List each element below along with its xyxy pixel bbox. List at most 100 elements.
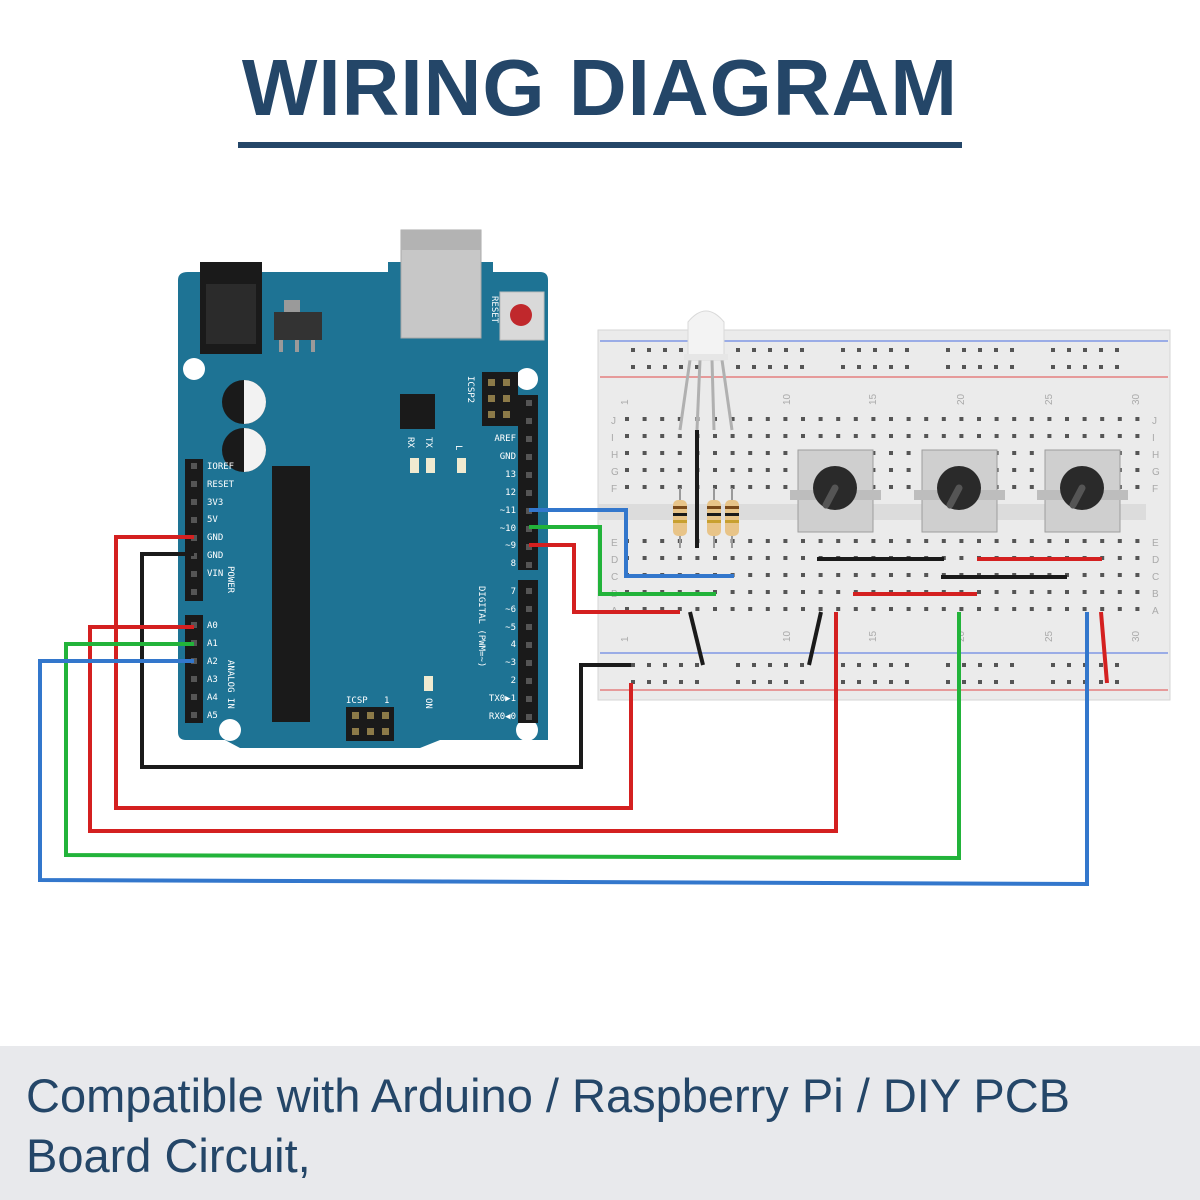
breadboard-hole — [1100, 417, 1105, 421]
wire-a1-green — [64, 612, 961, 861]
breadboard-hole — [853, 417, 858, 421]
power-label: POWER — [225, 566, 235, 594]
breadboard-hole — [625, 468, 629, 472]
breadboard-hole — [783, 485, 788, 489]
breadboard-hole — [1029, 485, 1034, 489]
breadboard-hole — [857, 348, 861, 352]
breadboard-hole — [642, 539, 647, 543]
breadboard-hole — [977, 417, 981, 421]
breadboard-hole — [642, 607, 647, 611]
header-pin — [526, 606, 532, 612]
breadboard-hole — [730, 485, 735, 489]
breadboard-hole — [765, 451, 770, 455]
breadboard-hole — [736, 680, 740, 684]
pin-label: VIN — [207, 569, 223, 579]
breadboard-hole — [625, 417, 629, 421]
breadboard-hole — [836, 417, 841, 421]
breadboard-hole — [783, 607, 788, 611]
pin-label: ~5 — [505, 623, 516, 633]
breadboard-hole — [818, 539, 823, 543]
header-pin — [191, 517, 197, 523]
breadboard-hole — [625, 485, 629, 489]
breadboard-hole — [818, 417, 823, 421]
breadboard-hole — [1115, 348, 1119, 352]
voltage-regulator — [274, 300, 322, 352]
breadboard-hole — [889, 365, 893, 369]
header-pin — [526, 472, 532, 478]
breadboard-hole — [873, 663, 877, 667]
breadboard-hole — [625, 434, 629, 438]
col-num: 10 — [782, 393, 793, 405]
reset-button-icon[interactable] — [499, 291, 545, 341]
breadboard-hole — [642, 556, 647, 560]
breadboard-hole — [994, 607, 999, 611]
breadboard-hole — [906, 539, 911, 543]
breadboard-hole — [1047, 539, 1052, 543]
header-pin — [191, 499, 197, 505]
breadboard-hole — [1135, 451, 1140, 455]
breadboard-hole — [1047, 590, 1052, 594]
breadboard-hole — [1117, 590, 1122, 594]
breadboard-hole — [677, 434, 682, 438]
breadboard-hole — [906, 434, 911, 438]
col-num: 1 — [620, 636, 631, 642]
pin-label: 7 — [511, 587, 516, 597]
breadboard-hole — [962, 680, 966, 684]
breadboard-hole — [994, 417, 999, 421]
row-letter: D — [1152, 555, 1159, 566]
breadboard-hole — [1051, 680, 1055, 684]
breadboard-hole — [647, 348, 651, 352]
breadboard-hole — [765, 573, 770, 577]
breadboard-hole — [1029, 607, 1034, 611]
tx-label: TX — [423, 437, 433, 448]
breadboard-hole — [677, 451, 682, 455]
breadboard-hole — [836, 434, 841, 438]
resistor-icon — [673, 488, 739, 548]
breadboard-hole — [748, 573, 753, 577]
breadboard-hole — [1115, 680, 1119, 684]
breadboard-hole — [906, 468, 911, 472]
breadboard-hole — [871, 434, 876, 438]
breadboard-hole — [889, 680, 893, 684]
breadboard-hole — [695, 663, 699, 667]
l-led — [457, 458, 466, 473]
col-num: 15 — [868, 630, 879, 642]
breadboard-hole — [748, 451, 753, 455]
breadboard-hole — [1012, 539, 1017, 543]
breadboard-hole — [994, 663, 998, 667]
pin-label: A4 — [207, 693, 218, 703]
breadboard-hole — [660, 556, 665, 560]
header-pin — [526, 660, 532, 666]
title-text: WIRING DIAGRAM — [237, 40, 963, 148]
breadboard-hole — [713, 556, 717, 560]
wire-jumper-black-2 — [807, 611, 823, 666]
breadboard-hole — [905, 365, 909, 369]
wires — [38, 508, 1109, 887]
breadboard-hole — [941, 539, 946, 543]
breadboard-hole — [801, 590, 805, 594]
breadboard-hole — [841, 365, 845, 369]
icsp-pin1-label: 1 — [384, 696, 389, 706]
breadboard-hole — [1100, 434, 1105, 438]
breadboard-hole — [1029, 451, 1034, 455]
breadboard-hole — [748, 556, 753, 560]
pin-label: ~6 — [505, 605, 516, 615]
breadboard-hole — [889, 607, 893, 611]
pin-label: ~10 — [500, 524, 516, 534]
breadboard-hole — [1029, 539, 1034, 543]
breadboard-hole — [768, 365, 772, 369]
breadboard-hole — [853, 607, 858, 611]
pin-label: ~9 — [505, 541, 516, 551]
pin-label: A1 — [207, 639, 218, 649]
breadboard-hole — [959, 434, 964, 438]
breadboard-hole — [783, 590, 788, 594]
breadboard-hole — [841, 663, 845, 667]
pin-label: 2 — [511, 676, 516, 686]
breadboard-hole — [730, 468, 735, 472]
header-pin — [191, 463, 197, 469]
breadboard-hole — [752, 663, 756, 667]
breadboard-hole — [768, 680, 772, 684]
header-pin — [191, 571, 197, 577]
breadboard-hole — [1117, 434, 1122, 438]
breadboard-hole — [677, 417, 682, 421]
